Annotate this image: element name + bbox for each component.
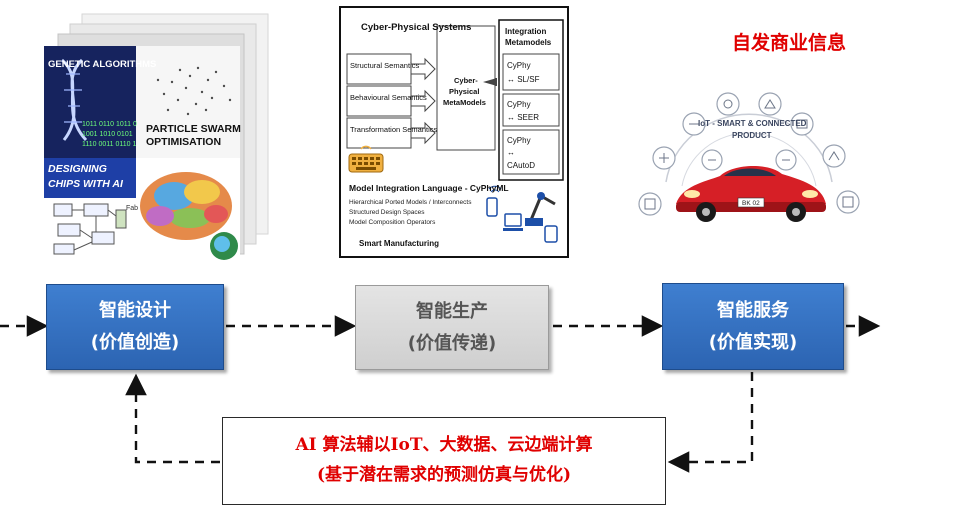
- language-title: Model Integration Language - CyPhyML: [349, 183, 509, 193]
- designing-chips-label-2: CHIPS WITH AI: [48, 178, 124, 190]
- stage-smart-service-title: 智能服务: [717, 299, 789, 321]
- metamodels-label-3: MetaModels: [443, 98, 486, 107]
- ai-feedback-line-2: (基于潜在需求的预测仿真与优化): [316, 465, 572, 485]
- metamodels-label-2: Physical: [449, 87, 479, 96]
- car-license-plate: BK 02: [742, 200, 760, 207]
- feedback-to-design-arrow: [125, 373, 220, 464]
- stage-smart-production[interactable]: 智能生产 (价值传递): [355, 285, 549, 370]
- language-item-3: Model Composition Operators: [349, 219, 436, 226]
- ai-feedback-line-1: AI 算法辅以IoT、大数据、云边端计算: [295, 435, 593, 455]
- binary-line-3: 1110 0011 0110 1: [82, 141, 136, 148]
- integration-item-3c: CAutoD: [507, 161, 535, 170]
- iot-caption-2: PRODUCT: [732, 131, 772, 140]
- design-collage: GENETIC ALGORITHMS 1011 0110 1011 0 1001…: [40, 10, 270, 265]
- integration-item-3b: ↔: [507, 148, 515, 157]
- integration-item-2b: ↔ SEER: [507, 113, 539, 122]
- particle-swarm-label-1: PARTICLE SWARM: [146, 123, 241, 135]
- cps-panel: Cyber-Physical Systems Structural Semant…: [339, 6, 569, 258]
- binary-line-2: 1001 1010 0101: [82, 131, 133, 138]
- autonomous-business-info-label: 自发商业信息: [732, 32, 847, 54]
- stage-smart-design[interactable]: 智能设计 (价值创造): [46, 284, 224, 370]
- particle-swarm-label-2: OPTIMISATION: [146, 136, 221, 148]
- stage-smart-production-subtitle: (价值传递): [407, 332, 497, 354]
- semantics-structural: Structural Semantics: [350, 61, 419, 70]
- integration-title-2: Metamodels: [505, 38, 552, 47]
- fab-label: Fab: [126, 205, 138, 212]
- stage-smart-design-subtitle: (价值创造): [90, 332, 180, 353]
- integration-item-3a: CyPhy: [507, 136, 531, 145]
- smart-manufacturing-label: Smart Manufacturing: [359, 239, 439, 248]
- language-item-1: Hierarchical Ported Models / Interconnec…: [349, 199, 472, 206]
- metamodels-label-1: Cyber-: [454, 76, 478, 85]
- integration-item-1b: ↔ SL/SF: [507, 75, 540, 84]
- language-item-2: Structured Design Spaces: [349, 209, 425, 216]
- semantics-transformation: Transformation Semantics: [350, 125, 438, 134]
- stage-smart-production-title: 智能生产: [416, 300, 488, 322]
- semantics-behavioural: Behavioural Semantics: [350, 93, 427, 102]
- integration-item-2a: CyPhy: [507, 100, 531, 109]
- service-to-feedback-arrow: [667, 372, 754, 473]
- integration-item-1a: CyPhy: [507, 61, 531, 70]
- designing-chips-label-1: DESIGNING: [48, 163, 107, 175]
- integration-title-1: Integration: [505, 27, 546, 36]
- smart-car-illustration: IoT - SMART & CONNECTED PRODUCT BK 02: [636, 90, 862, 230]
- iot-caption-1: IoT - SMART & CONNECTED: [698, 119, 807, 128]
- stage-smart-service-subtitle: (价值实现): [708, 331, 798, 353]
- genetic-algorithms-label: GENETIC ALGORITHMS: [48, 59, 156, 70]
- cps-title: Cyber-Physical Systems: [361, 22, 471, 33]
- stage-smart-service[interactable]: 智能服务 (价值实现): [662, 283, 844, 370]
- ai-feedback-box[interactable]: AI 算法辅以IoT、大数据、云边端计算 (基于潜在需求的预测仿真与优化): [222, 417, 666, 505]
- stage-smart-design-title: 智能设计: [99, 300, 171, 321]
- binary-line-1: 1011 0110 1011 0: [82, 121, 137, 128]
